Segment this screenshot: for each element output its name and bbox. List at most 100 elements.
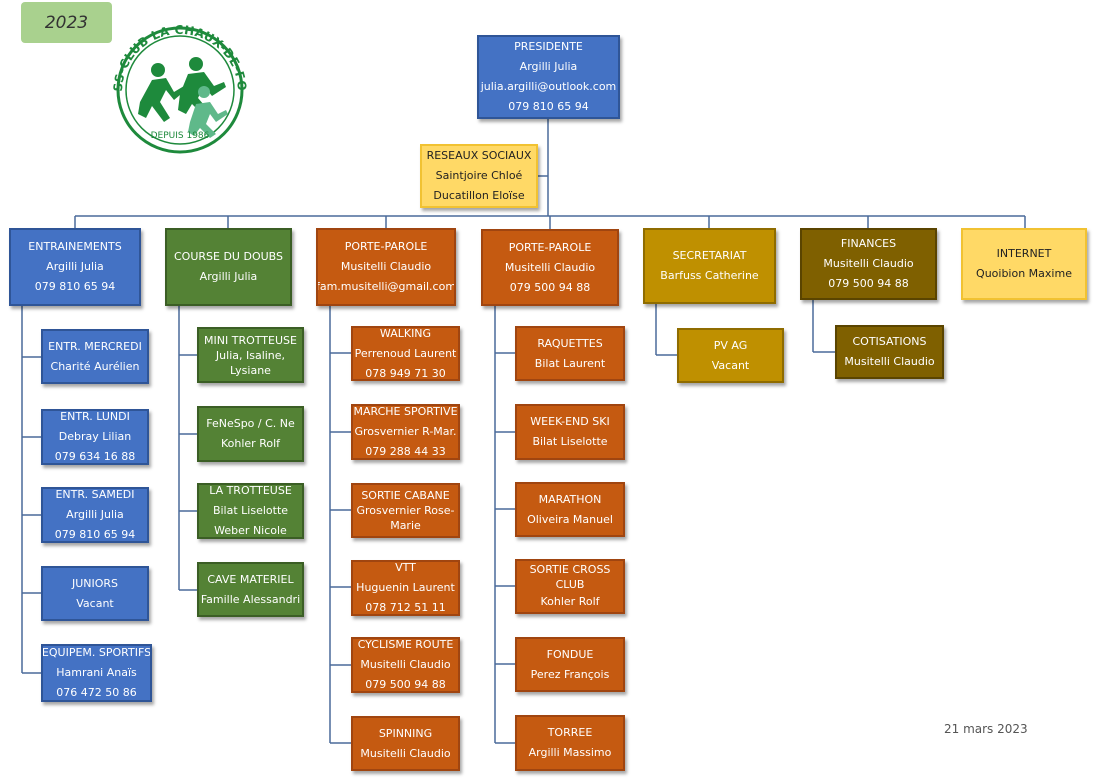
porte2-child-box: TORREE Argilli Massimo [515,715,625,771]
porte1-title: PORTE-PAROLE [344,240,428,253]
child-line: Musitelli Claudio [360,658,451,671]
child-title: CYCLISME ROUTE [357,638,454,651]
president-title: PRESIDENTE [514,40,583,53]
entrainements-child-box: ENTR. LUNDI Debray Lilian 079 634 16 88 [41,409,149,465]
social-box: RESEAUX SOCIAUX Saintjoire Chloé Ducatil… [420,144,538,208]
child-title: PV AG [713,338,748,352]
child-title: ENTR. MERCREDI [48,339,142,353]
doubs-box: COURSE DU DOUBS Argilli Julia [165,228,292,306]
finances-title: FINANCES [840,237,897,250]
child-title: EQUIPEM. SPORTIFS [41,646,152,659]
child-line: Huguenin Laurent [356,581,455,594]
child-line: Perrenoud Laurent [354,346,457,360]
child-title: WALKING [379,326,432,340]
president-email: julia.argilli@outlook.com [480,80,617,93]
social-title: RESEAUX SOCIAUX [426,149,532,162]
social-name: Saintjoire Chloé [435,169,523,182]
child-line: 079 634 16 88 [54,450,136,463]
porte2-child-box: SORTIE CROSS CLUB Kohler Rolf [515,559,625,614]
finances-box: FINANCES Musitelli Claudio 079 500 94 88 [800,228,937,300]
child-line: 078 949 71 30 [365,366,446,380]
child-line: Charité Aurélien [50,359,140,373]
child-line: Bilat Liselotte [532,435,608,448]
child-title: WEEK-END SKI [530,415,610,428]
child-line: Oliveira Manuel [527,512,613,526]
child-title: JUNIORS [71,576,119,590]
logo-arc-text: CROSS-CLUB LA CHAUX-DE-FONDS [100,6,249,92]
child-title: COTISATIONS [852,335,927,348]
porte1-child-box: CYCLISME ROUTE Musitelli Claudio 079 500… [351,637,460,693]
secretariat-name: Barfuss Catherine [660,269,759,282]
president-phone: 079 810 65 94 [508,100,589,113]
child-line: Vacant [711,358,750,372]
child-line: Julia, Isaline, Lysiane [215,348,286,377]
entrainements-child-box: ENTR. SAMEDI Argilli Julia 079 810 65 94 [41,487,149,543]
secretariat-box: SECRETARIAT Barfuss Catherine [643,228,776,304]
porte2-child-box: MARATHON Oliveira Manuel [515,482,625,537]
child-title: FeNeSpo / C. Ne [206,417,295,430]
runners-logo-icon [138,57,228,138]
internet-box: INTERNET Quoibion Maxime [961,228,1087,300]
child-line: Famille Alessandri [200,592,301,606]
year-badge: 2023 [21,2,112,43]
finances-child-box: COTISATIONS Musitelli Claudio [835,325,944,379]
child-title: SPINNING [378,726,433,740]
child-line: 079 288 44 33 [365,445,446,458]
svg-text:CROSS-CLUB LA CHAUX-DE-FONDS: CROSS-CLUB LA CHAUX-DE-FONDS [100,6,249,92]
child-line: Musitelli Claudio [360,746,451,760]
porte1-email: fam.musitelli@gmail.com [316,280,456,293]
porte1-box: PORTE-PAROLE Musitelli Claudio fam.musit… [316,228,456,306]
child-line: 078 712 51 11 [365,601,446,614]
porte2-child-box: WEEK-END SKI Bilat Liselotte [515,404,625,460]
child-title: SORTIE CABANE [361,489,450,502]
child-line: Kohler Rolf [540,594,600,608]
child-title: ENTR. LUNDI [60,410,130,423]
doubs-name: Argilli Julia [199,270,258,283]
child-title: MARATHON [538,492,602,506]
entrainements-phone: 079 810 65 94 [34,280,116,293]
club-logo: CROSS-CLUB LA CHAUX-DE-FONDS DEPUIS 1986 [100,6,249,154]
doubs-child-box: FeNeSpo / C. Ne Kohler Rolf [197,406,304,462]
porte1-child-box: WALKING Perrenoud Laurent 078 949 71 30 [351,326,460,381]
porte1-child-box: MARCHE SPORTIVE Grosvernier R-Mar. 079 2… [351,404,460,460]
porte2-child-box: RAQUETTES Bilat Laurent [515,326,625,381]
doubs-child-box: MINI TROTTEUSE Julia, Isaline, Lysiane [197,327,304,383]
child-title: VTT [395,561,416,574]
logo-since-text: DEPUIS 1986 [151,131,210,141]
entrainements-child-box: EQUIPEM. SPORTIFS Hamrani Anaïs 076 472 … [41,644,152,702]
porte2-name: Musitelli Claudio [504,260,596,274]
child-title: LA TROTTEUSE [209,484,292,497]
child-line: Kohler Rolf [220,437,281,450]
child-title: MINI TROTTEUSE [204,333,297,347]
porte1-child-box: SORTIE CABANE Grosvernier Rose-Marie [351,483,460,538]
child-line: Bilat Laurent [534,356,606,370]
secretariat-child-box: PV AG Vacant [677,328,784,383]
child-title: SORTIE CROSS CLUB [529,562,611,591]
entrainements-title: ENTRAINEMENTS [28,240,122,253]
child-title: CAVE MATERIEL [207,572,294,586]
president-box: PRESIDENTE Argilli Julia julia.argilli@o… [477,35,620,119]
finances-phone: 079 500 94 88 [828,277,909,290]
internet-title: INTERNET [996,247,1052,260]
child-title: MARCHE SPORTIVE [353,405,458,418]
child-line: Musitelli Claudio [844,355,935,368]
porte1-child-box: SPINNING Musitelli Claudio [351,716,460,771]
doubs-child-box: LA TROTTEUSE Bilat Liselotte Weber Nicol… [197,483,304,539]
entrainements-name: Argilli Julia [46,260,104,273]
porte1-name: Musitelli Claudio [340,260,432,273]
child-line: Argilli Julia [66,508,124,521]
child-line: 079 500 94 88 [365,678,446,691]
entrainements-box: ENTRAINEMENTS Argilli Julia 079 810 65 9… [9,228,141,306]
internet-name: Quoibion Maxime [976,267,1072,280]
child-line: Grosvernier R-Mar. [354,425,457,438]
child-line: 079 810 65 94 [54,528,136,541]
child-line: Perez François [530,667,610,681]
secretariat-title: SECRETARIAT [672,249,747,262]
entrainements-child-box: JUNIORS Vacant [41,566,149,621]
child-line: Weber Nicole [214,524,287,537]
child-title: TORREE [547,726,593,739]
child-line: Grosvernier Rose-Marie [356,504,455,532]
social-name: Ducatillon Eloïse [433,189,525,202]
child-line: Vacant [76,596,114,610]
